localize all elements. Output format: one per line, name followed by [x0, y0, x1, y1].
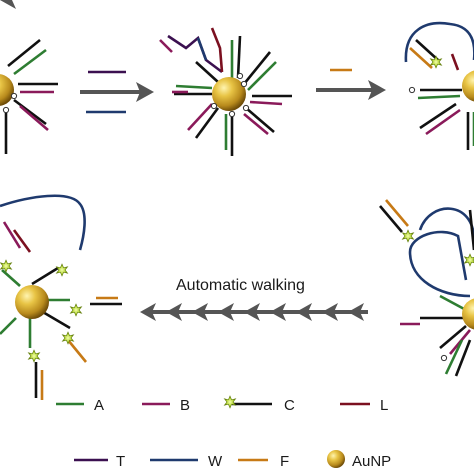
legend-item-w: W: [150, 453, 223, 470]
aunp-particle: [0, 74, 14, 106]
aunp-particle: [212, 77, 246, 111]
legend: A B C L T W F AuNP: [56, 395, 391, 470]
legend-item-c: C: [224, 395, 295, 414]
panel-fuel-binding: [404, 21, 474, 150]
reaction-arrow-1: [80, 70, 154, 114]
legend-item-b: B: [142, 397, 190, 414]
legend-item-f: F: [238, 453, 289, 470]
legend-item-a: A: [56, 397, 104, 414]
aunp-particle: [462, 298, 474, 330]
legend-label-a: A: [94, 397, 104, 414]
walking-step-label: Automatic walking: [176, 277, 305, 294]
legend-label-b: B: [180, 397, 190, 414]
legend-label-c: C: [284, 397, 295, 414]
fluorophore-icon: [224, 395, 236, 409]
legend-item-l: L: [340, 397, 388, 414]
panel-walker-step: [379, 199, 474, 377]
panel-initial-aunp: [0, 38, 58, 154]
legend-item-t: T: [74, 453, 125, 470]
legend-label-w: W: [208, 453, 223, 470]
aunp-particle: [15, 285, 49, 319]
aunp-particle: [462, 70, 474, 102]
legend-label-aunp: AuNP: [352, 453, 391, 470]
panel-walker-hybridized: [159, 27, 292, 156]
panel-signal-output: [0, 194, 122, 400]
walking-arrow: [0, 0, 368, 321]
legend-label-f: F: [280, 453, 289, 470]
legend-label-l: L: [380, 397, 388, 414]
gold-nanoparticle-icon: [327, 450, 345, 468]
legend-item-aunp: AuNP: [327, 450, 391, 470]
reaction-arrow-2: [316, 68, 386, 100]
legend-label-t: T: [116, 453, 125, 470]
